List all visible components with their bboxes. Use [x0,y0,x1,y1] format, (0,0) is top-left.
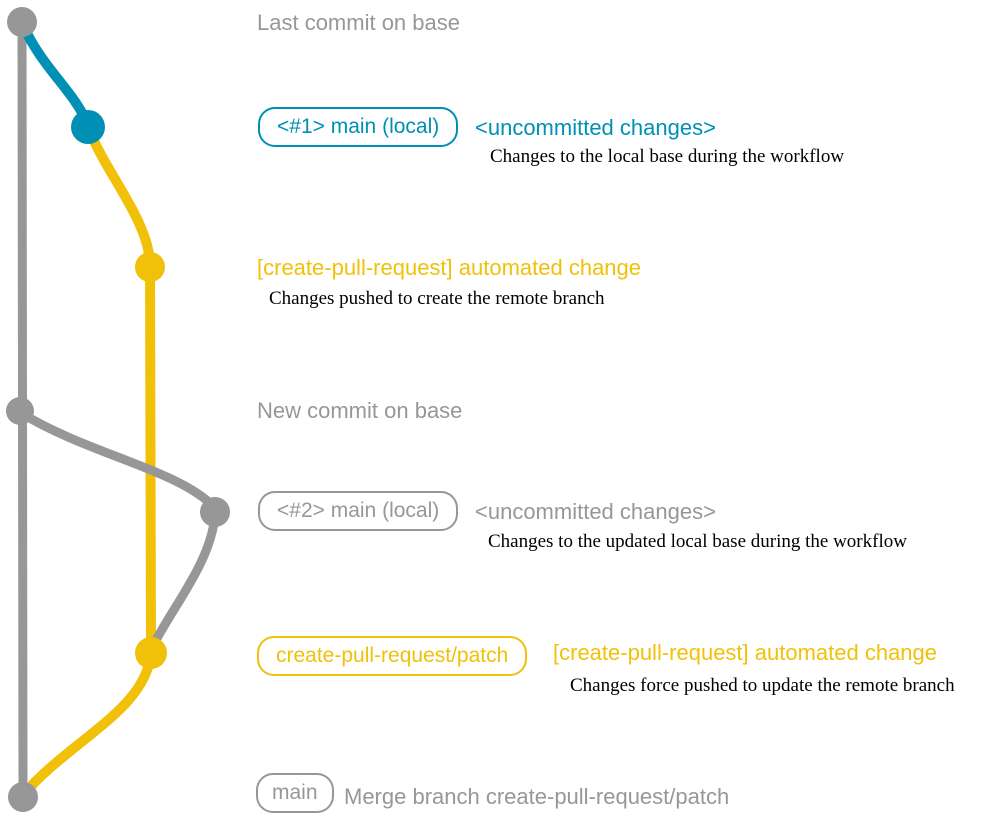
commit-message-merge: Merge branch create-pull-request/patch [344,784,730,809]
branch-badge-main: main [256,773,334,813]
commit-dot-updated-local-main [200,497,230,527]
commit-description-automated-change-2: Changes force pushed to update the remot… [570,675,955,696]
commit-dot-local-main [71,110,105,144]
commit-dot-automated-change-1 [135,252,165,282]
commit-description-automated-change-1: Changes pushed to create the remote bran… [269,288,605,309]
new-commit-message: New commit on base [257,398,463,423]
patch-branch-line [145,260,156,655]
updated-main-branch-curve-out [16,408,220,513]
branch-badge-patch: create-pull-request/patch [257,636,528,676]
commit-description-local-main-2: Changes to the updated local base during… [488,531,907,552]
patch-branch-curve-out [83,122,155,267]
commit-message-local-main-2: <uncommitted changes> [475,499,716,524]
commit-message-local-main-1: <uncommitted changes> [475,115,716,140]
commit-description-local-main-1: Changes to the local base during the wor… [490,146,845,167]
branch-badge-local-main-2: <#2> main (local) [258,491,459,531]
commit-message-automated-change-1: [create-pull-request] automated change [257,255,642,280]
commit-dot-last-base [7,7,37,37]
last-commit-message: Last commit on base [257,10,460,35]
patch-merge-curve [18,648,156,800]
commit-dot-automated-change-2 [135,637,167,669]
branch-badge-local-main-1: <#1> main (local) [258,107,459,147]
commit-dot-merge [8,782,38,812]
local-main-branch-line [18,20,93,130]
commit-dot-new-base [6,397,34,425]
commit-message-automated-change-2: [create-pull-request] automated change [553,640,938,665]
updated-main-branch-curve-in [147,509,220,653]
